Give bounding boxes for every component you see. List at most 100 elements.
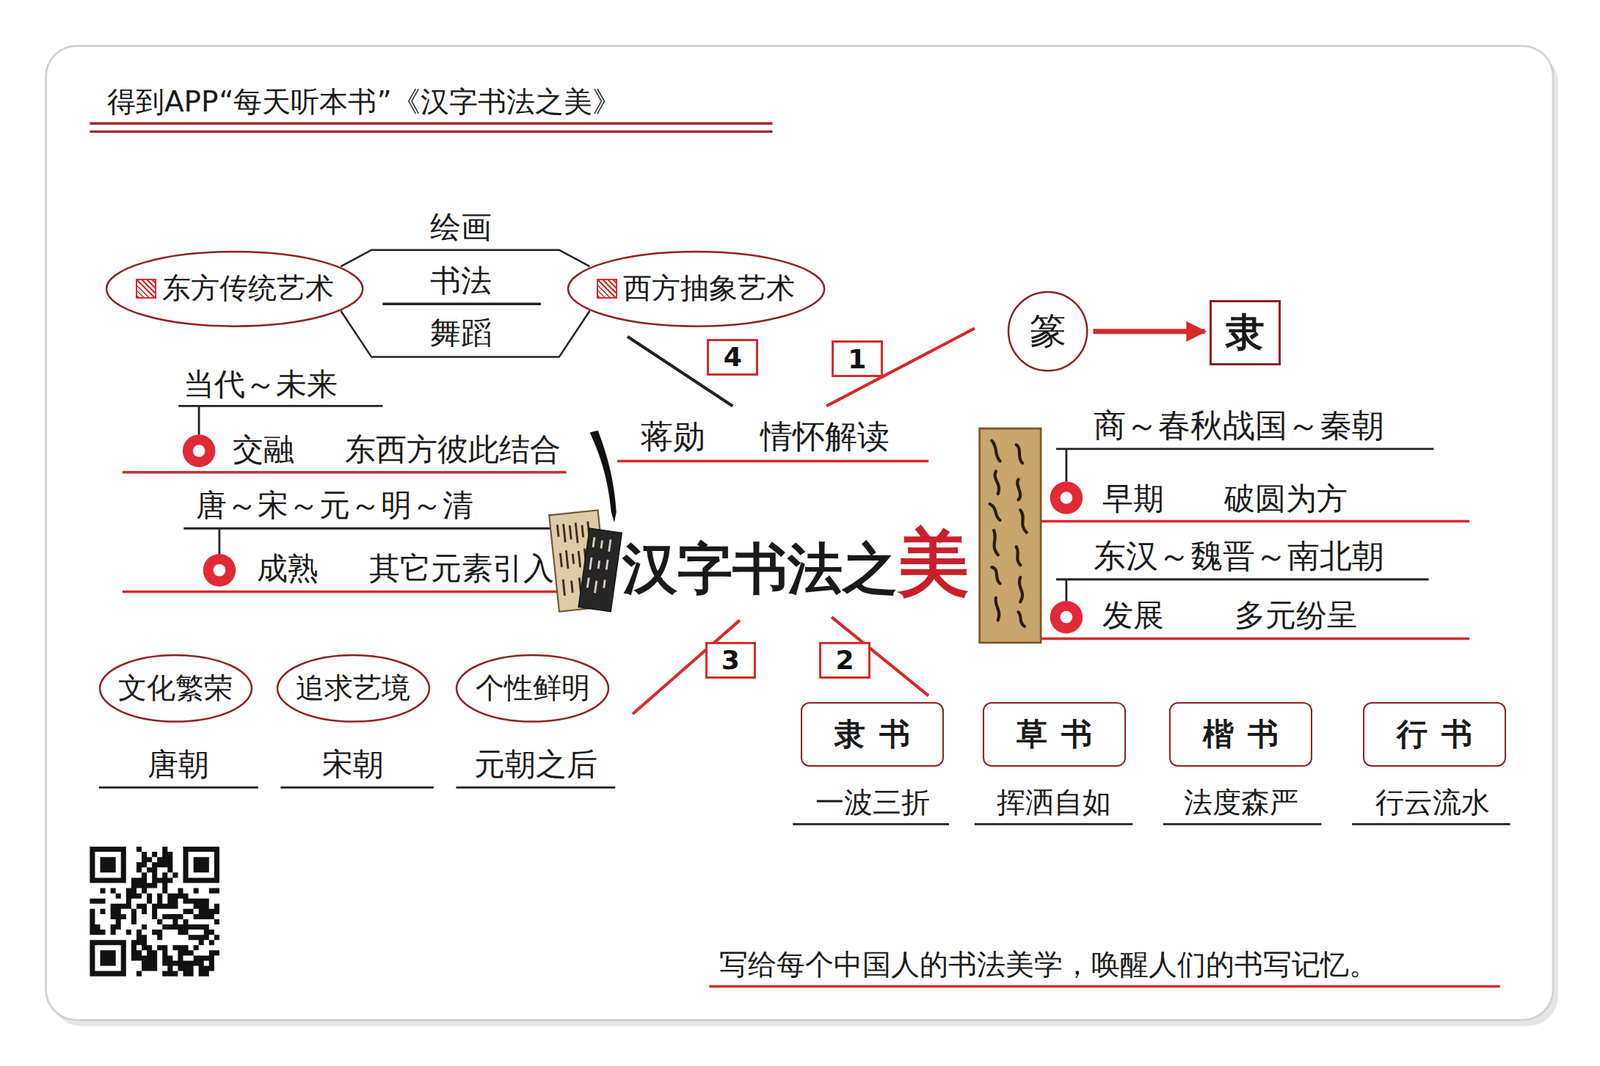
tick-line	[1064, 449, 1068, 482]
rubbing-strokes	[587, 537, 611, 594]
title-char: 书	[732, 536, 788, 602]
red-underline	[1025, 637, 1470, 640]
script-box: 行书	[1362, 702, 1507, 768]
branch-text: 蒋勋	[640, 417, 706, 456]
branch-text: 交融	[232, 432, 295, 468]
node-text: 追求艺境	[295, 672, 411, 706]
page-caption: 写给每个中国人的书法美学，唤醒人们的书写记忆。	[719, 948, 1378, 983]
label-underline	[99, 786, 259, 789]
branch-line	[826, 328, 975, 407]
middle-line	[382, 303, 541, 306]
era-underline	[183, 527, 552, 530]
branch-text: 元朝之后	[474, 747, 598, 783]
icon-square	[135, 278, 157, 300]
node-text: 楷书	[1188, 717, 1292, 753]
branch-text: 多元纷呈	[1234, 598, 1358, 634]
branch-text: 舞蹈	[430, 315, 492, 351]
node-text: 篆	[1029, 310, 1067, 354]
era-underline	[1056, 578, 1429, 581]
bullet-dot-hole	[1060, 611, 1074, 624]
label-underline	[1351, 823, 1510, 826]
brush	[590, 430, 617, 513]
node-text: 隶	[1225, 310, 1265, 356]
bullet-dot-hole	[1060, 491, 1074, 505]
central-title: 汉字书法之美	[622, 521, 970, 605]
node-text: 西方抽象艺术	[623, 272, 795, 306]
title-char: 之	[842, 536, 898, 602]
red-underline	[122, 590, 567, 594]
branch-text: 书法	[430, 263, 492, 299]
branch-text: 当代～未来	[183, 366, 338, 403]
branch-text: 成熟	[256, 551, 319, 587]
cursive-strokes	[990, 441, 1027, 627]
label-underline	[280, 786, 434, 789]
branch-text: 法度森严	[1183, 786, 1299, 820]
branch-text: 行云流水	[1375, 786, 1490, 820]
node-text: 文化繁荣	[118, 672, 233, 706]
script-box: 隶书	[800, 702, 944, 768]
node-text: 隶书	[821, 717, 925, 753]
node-text: 个性鲜明	[475, 672, 591, 706]
bullet-dot	[1050, 601, 1083, 634]
branch-text: 商～春秋战国～秦朝	[1093, 406, 1385, 445]
connector	[1092, 328, 1205, 334]
node-text: 东方传统艺术	[162, 272, 334, 306]
bullet-dot-hole	[213, 564, 227, 577]
scroll	[979, 428, 1041, 643]
era-ellipse: 追求艺境	[275, 653, 431, 724]
title-char: 美	[897, 521, 970, 605]
caption-underline	[708, 985, 1500, 988]
branch-text: 东西方彼此结合	[344, 432, 561, 468]
red-underline	[617, 460, 929, 463]
qr-code	[89, 846, 220, 977]
branch-text: 绘画	[430, 209, 492, 246]
script-box: 草书	[982, 702, 1126, 768]
branch-text: 破圆为方	[1224, 481, 1348, 517]
bullet-dot	[1050, 481, 1083, 514]
ellipse-shape	[99, 655, 252, 723]
red-underline	[122, 471, 567, 474]
bullet-dot-hole	[193, 444, 206, 458]
title-underline	[89, 122, 773, 125]
rubbing	[578, 528, 622, 613]
branch-text: 东汉～魏晋～南北朝	[1093, 537, 1385, 575]
era-ellipse: 个性鲜明	[455, 653, 610, 724]
ellipse-shape	[277, 655, 430, 723]
title-underline	[89, 130, 773, 133]
branch-text: 唐～宋～元～明～清	[195, 488, 474, 524]
tick-line	[1064, 579, 1068, 602]
node-text: 行书	[1383, 717, 1487, 753]
branch-text: 情怀解读	[760, 417, 890, 456]
art-ellipse: 东方传统艺术	[104, 250, 365, 329]
tick-line	[198, 405, 201, 435]
connector	[340, 311, 590, 358]
callout-number: 2	[819, 642, 871, 679]
bullet-dot	[203, 554, 236, 587]
char-circle: 篆	[1006, 290, 1089, 373]
branch-text: 早期	[1102, 481, 1165, 517]
label-underline	[455, 786, 616, 789]
branch-text: 挥洒自如	[996, 786, 1112, 820]
ellipse-shape	[568, 251, 825, 327]
era-underline	[1056, 447, 1434, 450]
ellipse-shape	[106, 251, 363, 327]
tick-line	[218, 528, 221, 555]
page-title: 得到APP“每天听本书”《汉字书法之美》	[107, 85, 621, 119]
title-char: 法	[787, 536, 843, 602]
rubbing-sheet	[578, 528, 622, 613]
title-char: 汉	[622, 536, 678, 602]
icon-square	[596, 278, 618, 300]
circle-shape	[1008, 292, 1087, 371]
ellipse-shape	[456, 655, 609, 723]
callout-number: 1	[831, 340, 883, 378]
label-underline	[1163, 823, 1322, 826]
red-underline	[1025, 520, 1470, 523]
era-underline	[178, 405, 383, 408]
branch-text: 一波三折	[815, 786, 930, 820]
char-box: 隶	[1209, 300, 1281, 366]
label-underline	[792, 823, 949, 826]
branch-text: 其它元素引入	[369, 551, 555, 587]
